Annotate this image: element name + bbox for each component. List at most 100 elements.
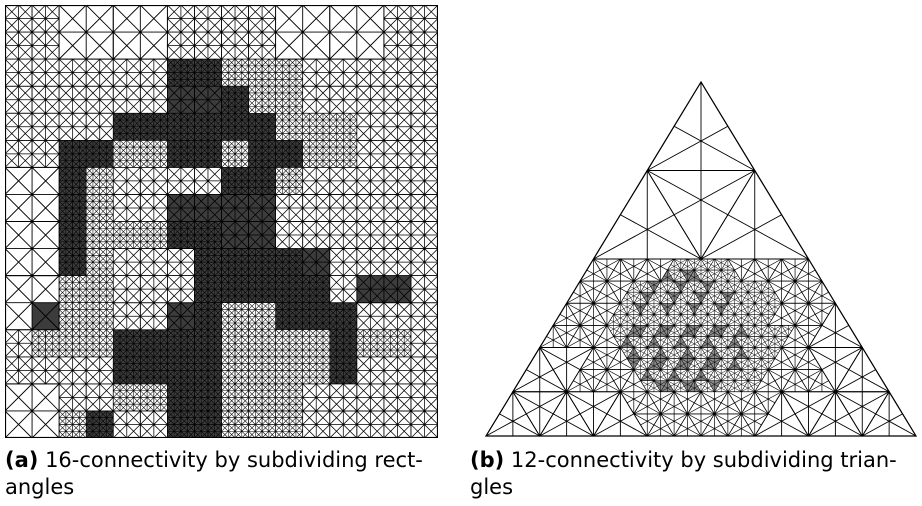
- triangle-cell: [781, 368, 810, 393]
- triangle-cell: [666, 358, 682, 371]
- triangle-cell: [566, 302, 595, 327]
- rect-cell: [99, 288, 114, 304]
- rect-cell: [248, 424, 263, 438]
- triangle-cell: [633, 335, 648, 348]
- triangle-cell: [734, 336, 749, 348]
- triangle-cell: [734, 302, 749, 315]
- rect-cell: [5, 329, 33, 358]
- rect-cell: [139, 221, 155, 236]
- rect-cell: [342, 342, 358, 358]
- triangle-cell: [646, 303, 662, 315]
- rect-cell: [383, 342, 398, 358]
- rect-cell: [248, 139, 263, 155]
- rect-cell: [329, 248, 358, 277]
- rect-cell: [112, 5, 169, 60]
- rect-cell: [248, 72, 263, 87]
- rect-cell: [166, 356, 182, 371]
- caption-b-line-1: 12-connectivity by subdividing trian-: [510, 448, 897, 472]
- rect-cell: [58, 315, 74, 331]
- rect-cell: [207, 383, 222, 398]
- rect-cell: [383, 383, 412, 412]
- rect-cell: [288, 72, 304, 87]
- rect-cell: [166, 424, 182, 438]
- rect-cell: [397, 329, 412, 344]
- rect-cell: [166, 248, 195, 277]
- triangle-cell: [774, 324, 789, 337]
- rect-cell: [315, 275, 331, 290]
- rect-cell: [221, 180, 236, 195]
- rect-cell: [194, 126, 209, 141]
- triangle-cell: [747, 380, 762, 393]
- rect-cell: [234, 153, 249, 168]
- rect-cell: [410, 31, 438, 60]
- rect-cell: [315, 342, 331, 358]
- triangle-cell: [700, 280, 715, 293]
- rect-cell: [234, 288, 249, 304]
- rect-cell: [45, 342, 60, 358]
- caption-b: (b) 12-connectivity by subdividing trian…: [470, 447, 910, 501]
- triangle-cell: [673, 413, 702, 437]
- rect-cell: [112, 329, 128, 344]
- rect-cell: [248, 248, 263, 263]
- rect-cell: [126, 383, 141, 398]
- rect-cell: [85, 207, 101, 222]
- caption-a-tag: (a): [5, 448, 39, 472]
- rect-cell: [58, 85, 87, 114]
- rect-cell: [275, 302, 290, 317]
- caption-b-line-2: gles: [470, 475, 514, 499]
- rect-cell: [342, 356, 358, 371]
- rect-cell: [275, 329, 290, 344]
- rect-cell: [329, 112, 344, 128]
- rect-cell: [99, 180, 114, 195]
- triangle-cell: [734, 347, 749, 359]
- rect-cell: [288, 329, 304, 344]
- triangle-cell: [780, 391, 837, 437]
- rect-cell: [85, 248, 101, 263]
- triangle-cell: [794, 280, 823, 304]
- triangle-cell: [700, 369, 715, 382]
- rect-cell: [153, 234, 168, 249]
- rect-cell: [194, 139, 209, 155]
- rect-cell: [275, 99, 290, 114]
- rect-cell: [356, 248, 385, 277]
- triangle-cell: [666, 258, 682, 271]
- rect-cell: [153, 139, 168, 155]
- rect-cell: [356, 58, 385, 87]
- rect-cell: [180, 126, 195, 141]
- mesh-lines: [5, 5, 438, 438]
- rect-cell: [221, 356, 236, 371]
- rect-cell: [85, 180, 101, 195]
- triangle-cell: [727, 280, 742, 293]
- triangle-cell: [640, 280, 655, 293]
- triangle-cell: [713, 391, 742, 415]
- triangle-cell: [653, 302, 668, 315]
- triangle-cell: [761, 314, 776, 326]
- triangle-cell: [707, 269, 722, 282]
- rect-cell: [221, 58, 236, 74]
- rect-cell: [166, 126, 182, 141]
- rect-cell: [275, 139, 290, 155]
- rect-cell: [99, 424, 114, 438]
- triangle-cell: [761, 358, 776, 371]
- rect-cell: [72, 234, 87, 249]
- rect-cell: [221, 85, 236, 101]
- triangle-cell: [754, 335, 769, 348]
- triangle-cell: [747, 324, 762, 337]
- rect-cell: [288, 369, 304, 385]
- rect-cell: [194, 302, 209, 317]
- triangle-cell: [613, 302, 628, 315]
- triangle-cell: [700, 269, 715, 282]
- figure-a-rectangle-subdivision: [5, 5, 438, 438]
- triangle-cell: [700, 258, 715, 271]
- rect-cell: [220, 220, 250, 250]
- rect-cell: [383, 356, 412, 385]
- rect-cell: [288, 383, 304, 398]
- rect-cell: [383, 410, 412, 438]
- rect-cell: [288, 424, 304, 438]
- rect-cell: [234, 410, 249, 425]
- rect-cell: [302, 302, 317, 317]
- rect-cell: [275, 356, 290, 371]
- rect-cell: [410, 248, 438, 277]
- triangle-cell: [626, 291, 641, 304]
- rect-cell: [166, 31, 195, 60]
